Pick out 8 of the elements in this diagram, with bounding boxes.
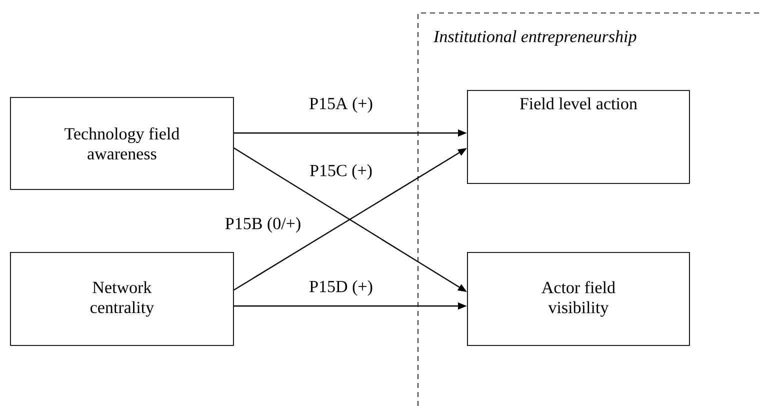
concept-box: Network centrality xyxy=(10,252,234,346)
concept-box: Field level action xyxy=(467,90,690,184)
edge-label: P15D (+) xyxy=(308,279,374,297)
edge-label: P15B (0/+) xyxy=(224,216,302,234)
edge-label: P15C (+) xyxy=(308,163,374,181)
concept-box: Actor field visibility xyxy=(467,252,690,346)
edge-label: P15A (+) xyxy=(308,96,374,114)
concept-box: Technology field awareness xyxy=(10,97,234,190)
